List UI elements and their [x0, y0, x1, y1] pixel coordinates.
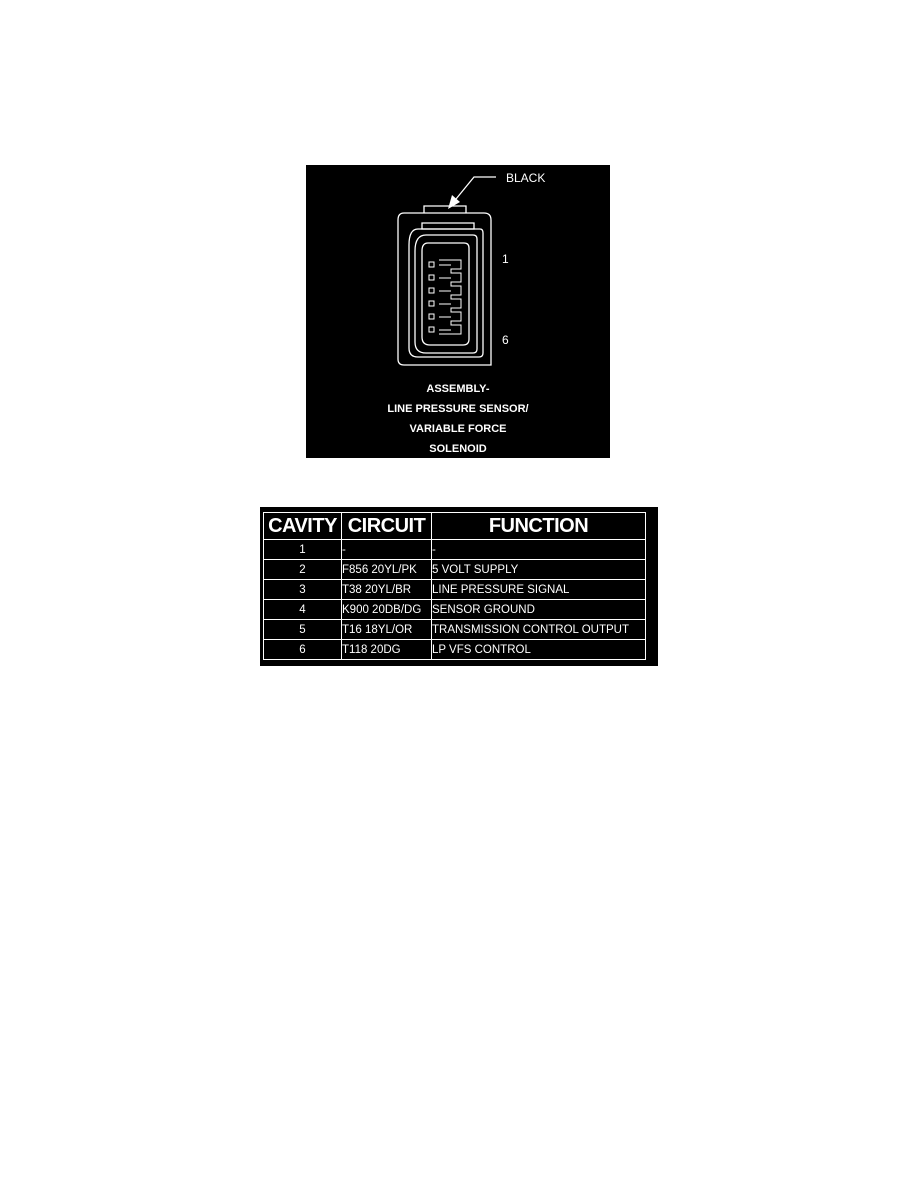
- pin-cavity-body: [421, 242, 470, 346]
- pin-terminal: [428, 274, 435, 281]
- function-cell: LINE PRESSURE SIGNAL: [431, 579, 646, 600]
- circuit-cell: T16 18YL/OR: [341, 619, 432, 640]
- function-cell: 5 VOLT SUPPLY: [431, 559, 646, 580]
- pin-terminal: [428, 300, 435, 307]
- function-cell: LP VFS CONTROL: [431, 639, 646, 660]
- cavity-cell: 5: [263, 619, 342, 640]
- function-cell: TRANSMISSION CONTROL OUTPUT: [431, 619, 646, 640]
- table-row: 6 T118 20DG LP VFS CONTROL: [263, 639, 646, 660]
- table-row: 4 K900 20DB/DG SENSOR GROUND: [263, 599, 646, 620]
- circuit-cell: F856 20YL/PK: [341, 559, 432, 580]
- cavity-cell: 6: [263, 639, 342, 660]
- leader-line: [455, 176, 496, 200]
- pin-terminal: [428, 287, 435, 294]
- cavity-cell: 1: [263, 539, 342, 560]
- table-row: 1 - -: [263, 539, 646, 560]
- connector-housing: [397, 212, 492, 366]
- circuit-cell: T118 20DG: [341, 639, 432, 660]
- function-cell: SENSOR GROUND: [431, 599, 646, 620]
- connector-title: ASSEMBLY- LINE PRESSURE SENSOR/ VARIABLE…: [306, 379, 610, 459]
- connector-diagram: BLACK 1 6 ASSEMBLY- LINE PRESSURE SENSOR…: [306, 165, 610, 458]
- table-header-row: CAVITY CIRCUIT FUNCTION: [263, 512, 646, 540]
- circuit-cell: T38 20YL/BR: [341, 579, 432, 600]
- header-function: FUNCTION: [431, 512, 646, 540]
- connector-title-line: VARIABLE FORCE: [409, 423, 507, 435]
- table-row: 5 T16 18YL/OR TRANSMISSION CONTROL OUTPU…: [263, 619, 646, 640]
- cavity-cell: 3: [263, 579, 342, 600]
- circuit-cell: -: [341, 539, 432, 560]
- last-pin-label: 6: [502, 333, 509, 347]
- pin-terminal: [428, 261, 435, 268]
- connector-title-line: LINE PRESSURE SENSOR/: [387, 403, 529, 415]
- first-pin-label: 1: [502, 252, 509, 266]
- pinout-table: CAVITY CIRCUIT FUNCTION 1 - - 2 F856 20Y…: [263, 512, 646, 660]
- circuit-cell: K900 20DB/DG: [341, 599, 432, 620]
- header-circuit: CIRCUIT: [341, 512, 432, 540]
- header-cavity: CAVITY: [263, 512, 342, 540]
- connector-drawing: [397, 176, 496, 366]
- terminal-comb: [439, 259, 462, 335]
- table-row: 2 F856 20YL/PK 5 VOLT SUPPLY: [263, 559, 646, 580]
- function-cell: -: [431, 539, 646, 560]
- connector-title-line: ASSEMBLY-: [426, 383, 490, 395]
- table-row: 3 T38 20YL/BR LINE PRESSURE SIGNAL: [263, 579, 646, 600]
- connector-title-line: SOLENOID: [429, 443, 487, 455]
- cavity-cell: 2: [263, 559, 342, 580]
- pinout-table-panel: CAVITY CIRCUIT FUNCTION 1 - - 2 F856 20Y…: [260, 507, 658, 666]
- pin-terminal: [428, 313, 435, 320]
- connector-latch: [423, 205, 467, 213]
- cavity-cell: 4: [263, 599, 342, 620]
- pin-terminal: [428, 326, 435, 333]
- connector-color-label: BLACK: [506, 171, 546, 185]
